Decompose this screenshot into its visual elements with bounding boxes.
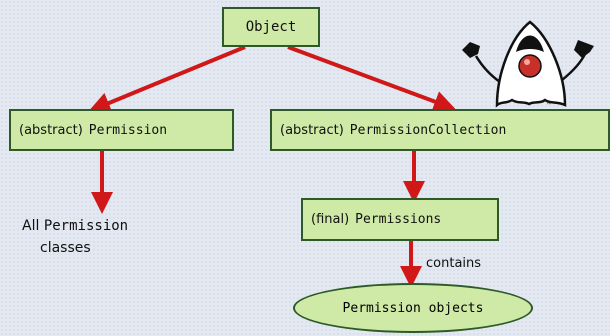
object-class-box: Object	[222, 7, 320, 47]
duke-mascot-icon: ™	[462, 20, 594, 109]
contains-label: contains	[426, 256, 482, 271]
permissions-class-name: Permissions	[355, 212, 442, 227]
permissioncollection-class-box: (abstract) PermissionCollection	[270, 109, 610, 151]
permission-class-name: Permission	[88, 122, 168, 138]
permission-qualifier: (abstract)	[19, 122, 83, 138]
object-class-name: Object	[245, 19, 297, 35]
arrow-object-to-permissioncollection	[287, 45, 456, 113]
permissioncollection-class-name: PermissionCollection	[349, 122, 507, 138]
svg-text:™: ™	[546, 102, 552, 109]
permission-class-box: (abstract) Permission	[9, 109, 234, 151]
permissions-class-box: (final) Permissions	[301, 198, 499, 241]
arrow-object-to-permission	[88, 45, 246, 114]
permission-objects-node: Permission objects	[293, 283, 533, 333]
all-prefix: All	[22, 218, 40, 234]
all-class-name: Permission	[43, 218, 129, 234]
all-permission-classes-label: All Permission classes	[22, 215, 128, 259]
permissioncollection-qualifier: (abstract)	[280, 122, 344, 138]
permission-objects-label: Permission objects	[342, 300, 484, 316]
all-suffix: classes	[40, 240, 91, 256]
permissions-qualifier: (final)	[311, 212, 350, 227]
